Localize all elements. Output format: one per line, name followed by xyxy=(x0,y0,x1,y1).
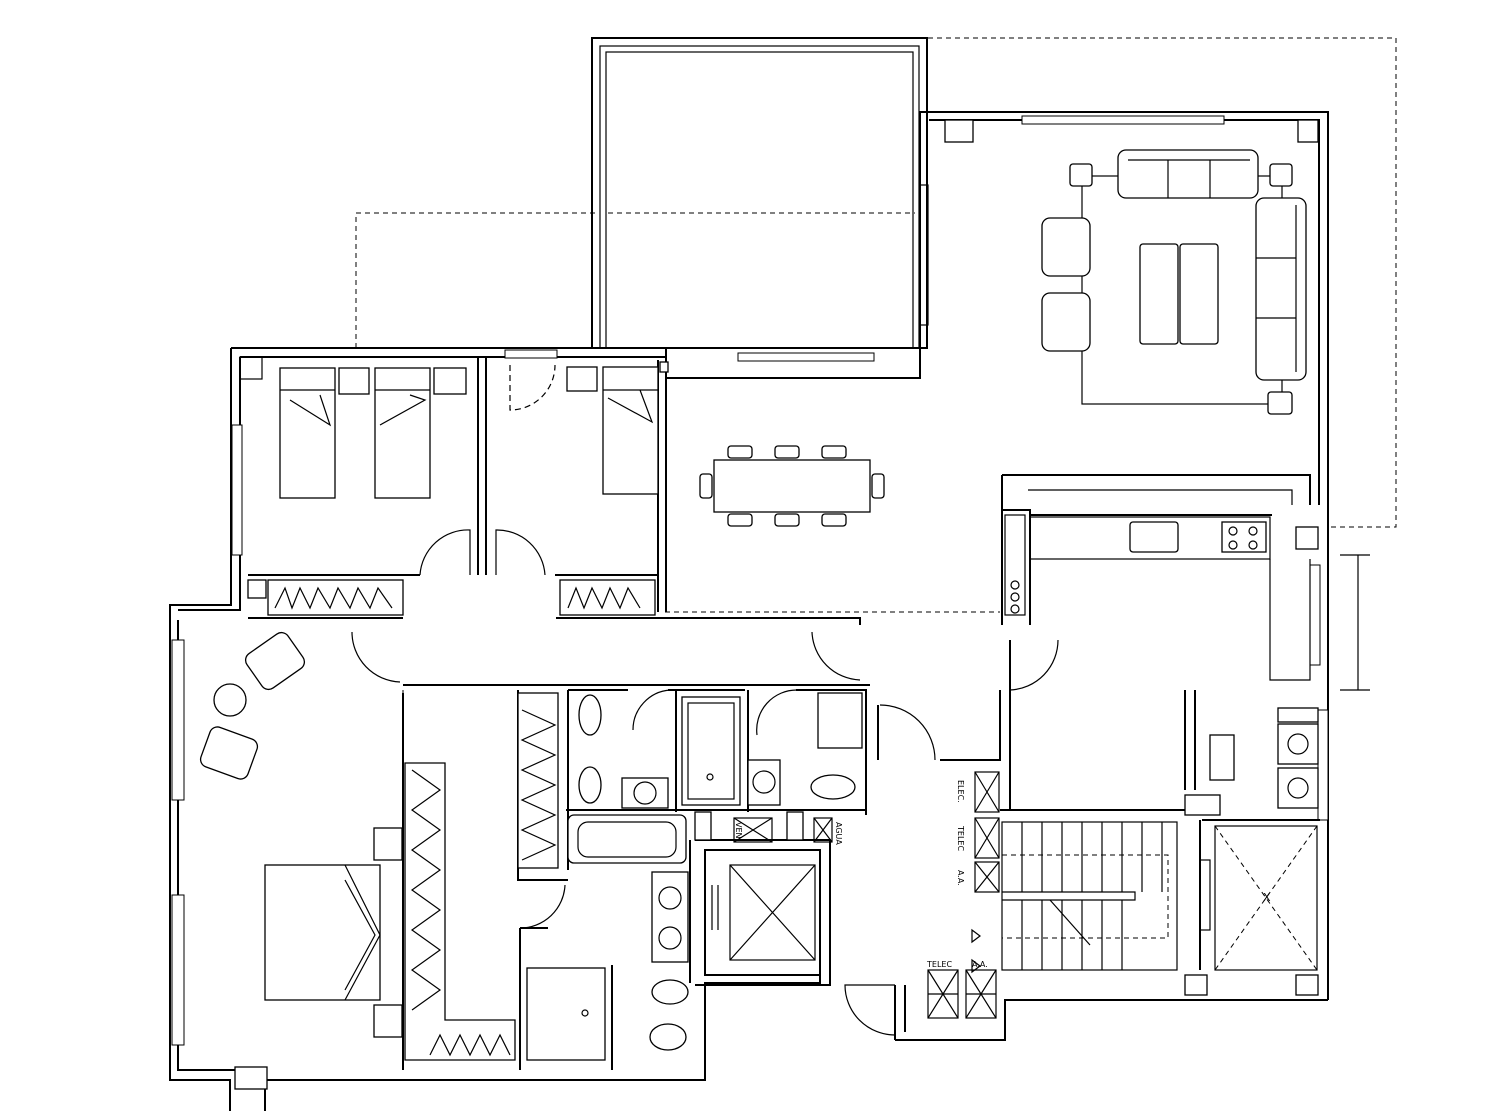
wardrobe xyxy=(559,579,656,616)
shower xyxy=(681,696,741,806)
label-elec: ELEC. xyxy=(956,780,965,803)
service-lift xyxy=(1199,825,1318,971)
sofa-right xyxy=(1255,197,1307,381)
double-bed xyxy=(264,864,381,1001)
washbasin xyxy=(621,777,669,809)
dining-area xyxy=(699,445,885,527)
dining-table xyxy=(713,459,871,513)
boiler xyxy=(1209,734,1235,781)
side-table xyxy=(1069,163,1093,187)
plan-labels: ELEC. TELEC A.A. VEN AGUA TELEC A.A. X xyxy=(734,780,1271,969)
round-table xyxy=(213,683,247,717)
coffee-table xyxy=(1139,243,1179,345)
cooktop xyxy=(1221,521,1267,553)
column xyxy=(1184,974,1208,996)
interior-walls xyxy=(248,357,1320,1070)
column xyxy=(239,356,263,380)
side-table xyxy=(1269,163,1293,187)
terrace xyxy=(591,37,929,349)
label-vent: VEN xyxy=(734,822,743,839)
kitchen xyxy=(1004,514,1370,691)
column xyxy=(944,119,974,143)
living-area xyxy=(944,119,1319,505)
walk-in-closets xyxy=(404,692,559,1061)
armchair xyxy=(1041,292,1091,352)
terrace-outlines xyxy=(355,37,1397,750)
column xyxy=(1295,974,1319,996)
toilet xyxy=(578,694,602,736)
nightstand xyxy=(338,367,370,395)
bed-left xyxy=(279,367,336,499)
sink xyxy=(1129,521,1179,553)
shafts xyxy=(733,771,1319,1019)
bed-right xyxy=(374,367,431,499)
wardrobe xyxy=(517,692,559,869)
counter xyxy=(1029,516,1271,560)
nightstand xyxy=(373,827,403,861)
bidet xyxy=(578,766,602,804)
armchair xyxy=(1041,217,1091,277)
side-table xyxy=(1267,391,1293,415)
nightstand xyxy=(373,1004,403,1038)
elevator xyxy=(711,864,816,961)
armchair xyxy=(199,726,259,780)
bedroom-twin xyxy=(239,356,467,616)
bed-single xyxy=(602,366,659,495)
washer xyxy=(1277,723,1319,765)
sofa-top xyxy=(1117,149,1259,199)
column xyxy=(1295,526,1319,550)
armchair xyxy=(244,631,306,691)
dryer xyxy=(1277,767,1319,809)
toilet xyxy=(810,774,856,800)
staircase xyxy=(971,821,1178,974)
laundry xyxy=(1184,707,1319,816)
bathtub xyxy=(567,814,687,864)
shower xyxy=(526,967,606,1061)
column xyxy=(234,1066,268,1090)
label-telec-box: TELEC xyxy=(926,960,952,969)
wardrobe xyxy=(267,579,404,616)
bidet xyxy=(651,979,689,1005)
door-swings xyxy=(351,529,1059,1036)
label-aa-shaft: A.A. xyxy=(956,870,965,886)
nightstand xyxy=(566,366,598,392)
label-lift-mark: X xyxy=(1263,891,1271,904)
toilet xyxy=(649,1023,687,1051)
pantry xyxy=(1004,514,1026,616)
bedroom-single xyxy=(509,361,669,616)
master-bedroom xyxy=(199,631,403,1090)
column xyxy=(659,361,669,373)
windows xyxy=(171,115,1329,1046)
label-agua: AGUA xyxy=(834,822,843,845)
column xyxy=(1297,119,1319,143)
shower-tray xyxy=(817,692,863,749)
nightstand xyxy=(433,367,467,395)
label-aa-box: A.A. xyxy=(972,960,988,969)
label-telec-shaft: TELEC xyxy=(956,825,965,851)
column xyxy=(247,579,267,599)
bathrooms xyxy=(526,692,863,1061)
